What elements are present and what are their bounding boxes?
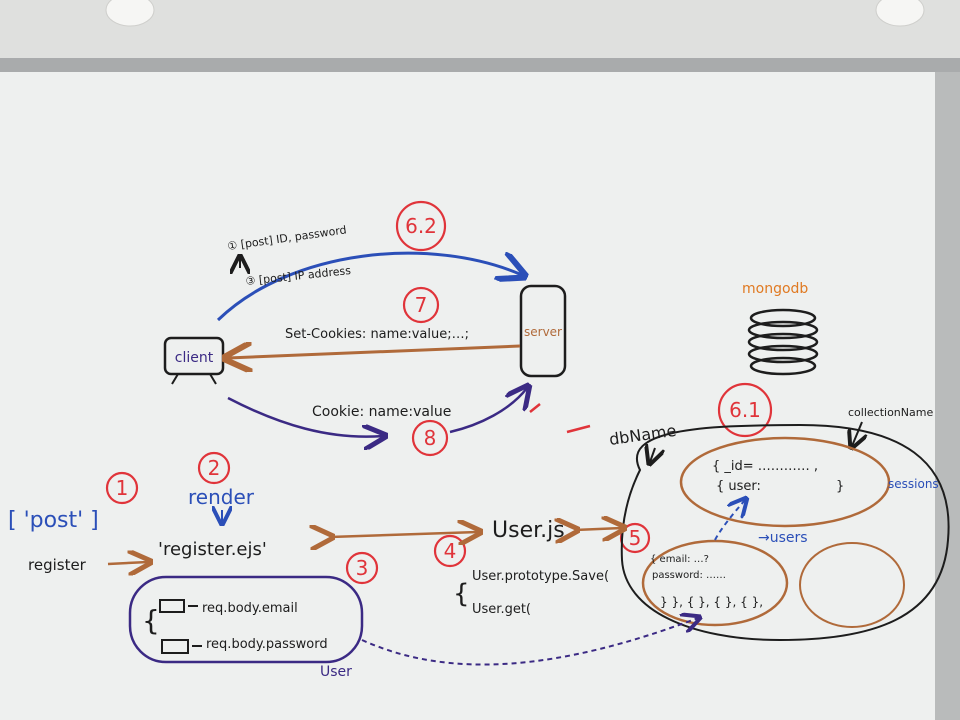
board-rail <box>0 58 960 74</box>
view-model-arrow <box>330 532 478 537</box>
mongodb-coil-icon <box>747 308 819 376</box>
step-7: 7 <box>415 293 428 317</box>
session-line-1: { _id= ………… , <box>712 459 818 474</box>
user-owner-label: User <box>320 664 352 680</box>
suction-hook-right <box>875 0 925 27</box>
step-8: 8 <box>424 426 437 450</box>
server-label: server <box>524 325 562 339</box>
step-2: 2 <box>208 456 221 480</box>
post-request-arrow <box>216 253 522 322</box>
user-line-2: password: …… <box>652 570 726 581</box>
model-db-arrow <box>575 528 622 530</box>
step-4: 4 <box>444 539 457 563</box>
database-ellipse <box>620 423 950 642</box>
session-line-3: } <box>836 479 844 494</box>
empty-collection <box>799 542 905 628</box>
step-1: 1 <box>116 476 129 500</box>
step-6-1: 6.1 <box>729 398 761 422</box>
server-node: server <box>519 284 567 378</box>
form-to-users-arrow <box>361 618 698 666</box>
cookie-label: Cookie: name:value <box>312 404 451 420</box>
set-cookie-label: Set-Cookies: name:value;…; <box>285 327 469 342</box>
methods-brace: { <box>453 579 470 609</box>
password-field-icon <box>161 639 189 654</box>
collection-name-label: collectionName <box>848 406 933 419</box>
users-label: →users <box>758 530 808 546</box>
step-5: 5 <box>629 526 642 550</box>
route-to-view-arrow <box>107 562 148 564</box>
users-to-sessions-arrow <box>714 500 745 541</box>
cookie-arrow-right <box>449 388 527 434</box>
step-3: 3 <box>356 556 369 580</box>
suction-hook-left <box>105 0 155 27</box>
user-save-method: User.prototype.Save( <box>472 569 609 584</box>
email-field-label: req.body.email <box>202 601 298 616</box>
user-js-label: User.js <box>492 518 565 543</box>
client-label: client <box>175 350 214 366</box>
whiteboard-surface <box>0 72 935 720</box>
password-field-label: req.body.password <box>206 637 328 652</box>
cookie-arrow-left <box>227 396 383 437</box>
register-route-label: register <box>28 556 87 574</box>
wall <box>0 0 960 64</box>
session-line-2: { user: <box>716 479 761 494</box>
step-markers <box>105 200 773 585</box>
render-label: render <box>188 485 255 509</box>
view-file-label: 'register.ejs' <box>158 539 267 560</box>
sessions-label: sessions <box>888 477 939 491</box>
red-marks <box>529 403 591 434</box>
field-arrows <box>188 605 202 647</box>
user-line-3: } }, { }, { }, { }, <box>660 595 763 609</box>
users-collection <box>641 539 789 627</box>
user-line-1: { email: …? <box>650 554 709 565</box>
step-6-2: 6.2 <box>405 214 437 238</box>
collection-name-pointer <box>852 421 862 446</box>
post-method-label: [ 'post' ] <box>8 508 99 533</box>
db-name-pointer <box>650 448 655 462</box>
sessions-collection <box>679 436 891 528</box>
user-get-method: User.get( <box>472 602 531 617</box>
mongodb-label: mongodb <box>742 281 808 297</box>
board-frame-right <box>935 72 960 720</box>
set-cookie-arrow <box>228 346 521 358</box>
form-fields-group <box>128 575 364 664</box>
form-brace: { <box>142 604 160 637</box>
email-field-icon <box>159 599 185 613</box>
